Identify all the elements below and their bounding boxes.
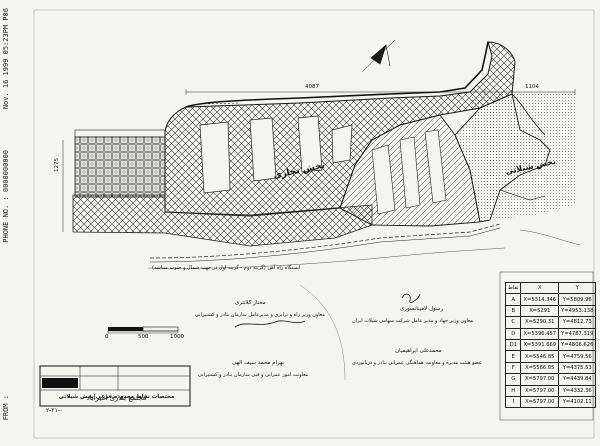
north-arrow-icon: [361, 39, 396, 73]
pier: [199, 121, 231, 194]
railway-note: ایستگاه راه آهن (گزینه دوم - گزینه اول د…: [152, 265, 301, 271]
scale-end: 1000: [170, 334, 184, 340]
scale-start: 0: [105, 334, 109, 340]
signature-icon: [234, 293, 421, 328]
signature-2-title: معاون وزیر جهاد و مدیر عامل شرکت سهامی ش…: [352, 318, 474, 324]
signature-1-name: مختار کلانتری: [235, 300, 266, 306]
pier: [297, 115, 323, 173]
pier: [249, 117, 277, 182]
drawing-frame: [33, 9, 595, 439]
top-dimension: 4087: [305, 84, 319, 90]
signature-3-title: عضو هیئت مدیره و معاونت هماهنگی عمرانی ب…: [352, 360, 482, 366]
drawing-number: ۲-۲۱-۰: [46, 407, 64, 414]
signature-1-title: معاون وزیر راه و ترابری و مدیرعامل سازما…: [195, 312, 325, 318]
scale-mid: 500: [138, 334, 149, 340]
signature-3-name: محمدعلی ابراهیمیان: [395, 348, 442, 354]
project-title: مجتمع بندری امیرآباد: [86, 394, 147, 402]
pier: [331, 124, 353, 164]
grid-block-area: [74, 136, 166, 198]
left-dimension: 1275: [54, 158, 60, 172]
signature-2-name: رسول لامینانسوری: [400, 306, 444, 312]
coords-header-y: Y: [558, 281, 597, 295]
signature-4-title: معاونت امور عمرانی و فنی سازمان بنادر و …: [198, 372, 309, 378]
coords-header-point: نقاط: [504, 281, 522, 295]
right-dimension: 1104: [525, 84, 539, 90]
coords-table-title: مختصات نقاط محدوده فرعی بخش شیلاتی: [58, 394, 175, 400]
coords-header-x: X: [520, 281, 560, 295]
scale-bar: [107, 326, 179, 334]
signature-4-name: بهرام محمد سیف الهی: [232, 360, 285, 366]
